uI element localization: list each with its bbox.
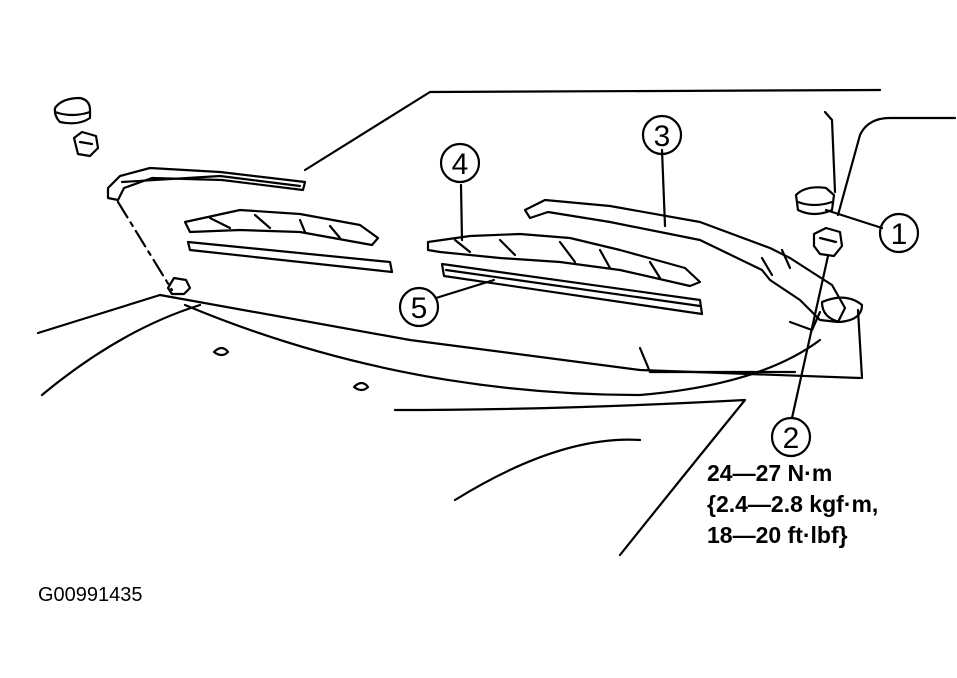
leader-4 <box>459 183 464 242</box>
center-wiper-assembly <box>426 232 704 316</box>
vehicle-outline <box>36 88 957 557</box>
nut-2 <box>812 226 844 258</box>
pillar-outer-edge <box>836 116 957 217</box>
hood-front-edge <box>183 303 822 397</box>
right-wiper-assembly <box>523 186 864 324</box>
leader-2 <box>790 254 830 420</box>
hood-crease <box>393 398 747 557</box>
rubber-5 <box>440 262 704 316</box>
leader-1 <box>824 208 884 230</box>
callout-2-label: 2 <box>783 422 800 455</box>
leader-3 <box>660 148 667 228</box>
callout-4-label: 4 <box>452 148 469 181</box>
callout-5: 5 <box>398 286 440 328</box>
fender-line <box>453 438 642 502</box>
rubber-5-groove <box>444 268 702 308</box>
figure-code: G00991435 <box>38 584 143 606</box>
callout-markers: 1 2 3 4 5 <box>398 114 920 458</box>
callout-2: 2 <box>770 416 812 458</box>
arm-pivot-base <box>820 296 864 324</box>
torque-spec-line-2: {2.4—2.8 kgf·m, <box>707 491 878 517</box>
left-blade-detail <box>208 213 342 240</box>
left-blade <box>183 208 380 247</box>
callout-1-label: 1 <box>891 218 908 251</box>
cowl-bracket <box>638 346 797 374</box>
left-wiper-assembly <box>53 96 394 296</box>
hole-2 <box>352 381 370 392</box>
left-nut <box>72 130 100 158</box>
windshield-lower-edge <box>158 293 862 380</box>
hood-leading-curve <box>40 303 202 397</box>
windshield-top-edge <box>303 88 882 172</box>
blade-4 <box>426 232 702 288</box>
callout-3: 3 <box>641 114 683 156</box>
wiper-arm-3 <box>523 198 847 324</box>
hood-right-edge <box>856 308 864 380</box>
torque-spec-line-1: 24—27 N·m <box>707 460 832 486</box>
leader-5 <box>434 278 496 300</box>
leader-lines <box>434 148 884 420</box>
callout-5-label: 5 <box>411 292 428 325</box>
blade-4-detail <box>453 238 662 280</box>
callout-4: 4 <box>439 142 481 184</box>
torque-spec: 24—27 N·m {2.4—2.8 kgf·m, 18—20 ft·lbf} <box>707 460 878 548</box>
left-rubber <box>186 240 394 274</box>
left-cap-rim <box>53 110 92 117</box>
left-stud <box>166 276 192 296</box>
left-guide-dashed <box>116 200 174 292</box>
arm-3-joint <box>760 248 792 277</box>
callout-3-label: 3 <box>654 120 671 153</box>
cowl-line <box>36 293 162 335</box>
cap-1 <box>794 186 836 216</box>
torque-spec-line-3: 18—20 ft·lbf} <box>707 522 848 548</box>
left-cap <box>53 96 92 125</box>
windshield-right-pillar <box>823 110 837 194</box>
left-arm <box>106 166 307 202</box>
left-arm-center-line <box>120 174 302 188</box>
hole-1 <box>212 346 230 357</box>
callout-1: 1 <box>878 212 920 254</box>
